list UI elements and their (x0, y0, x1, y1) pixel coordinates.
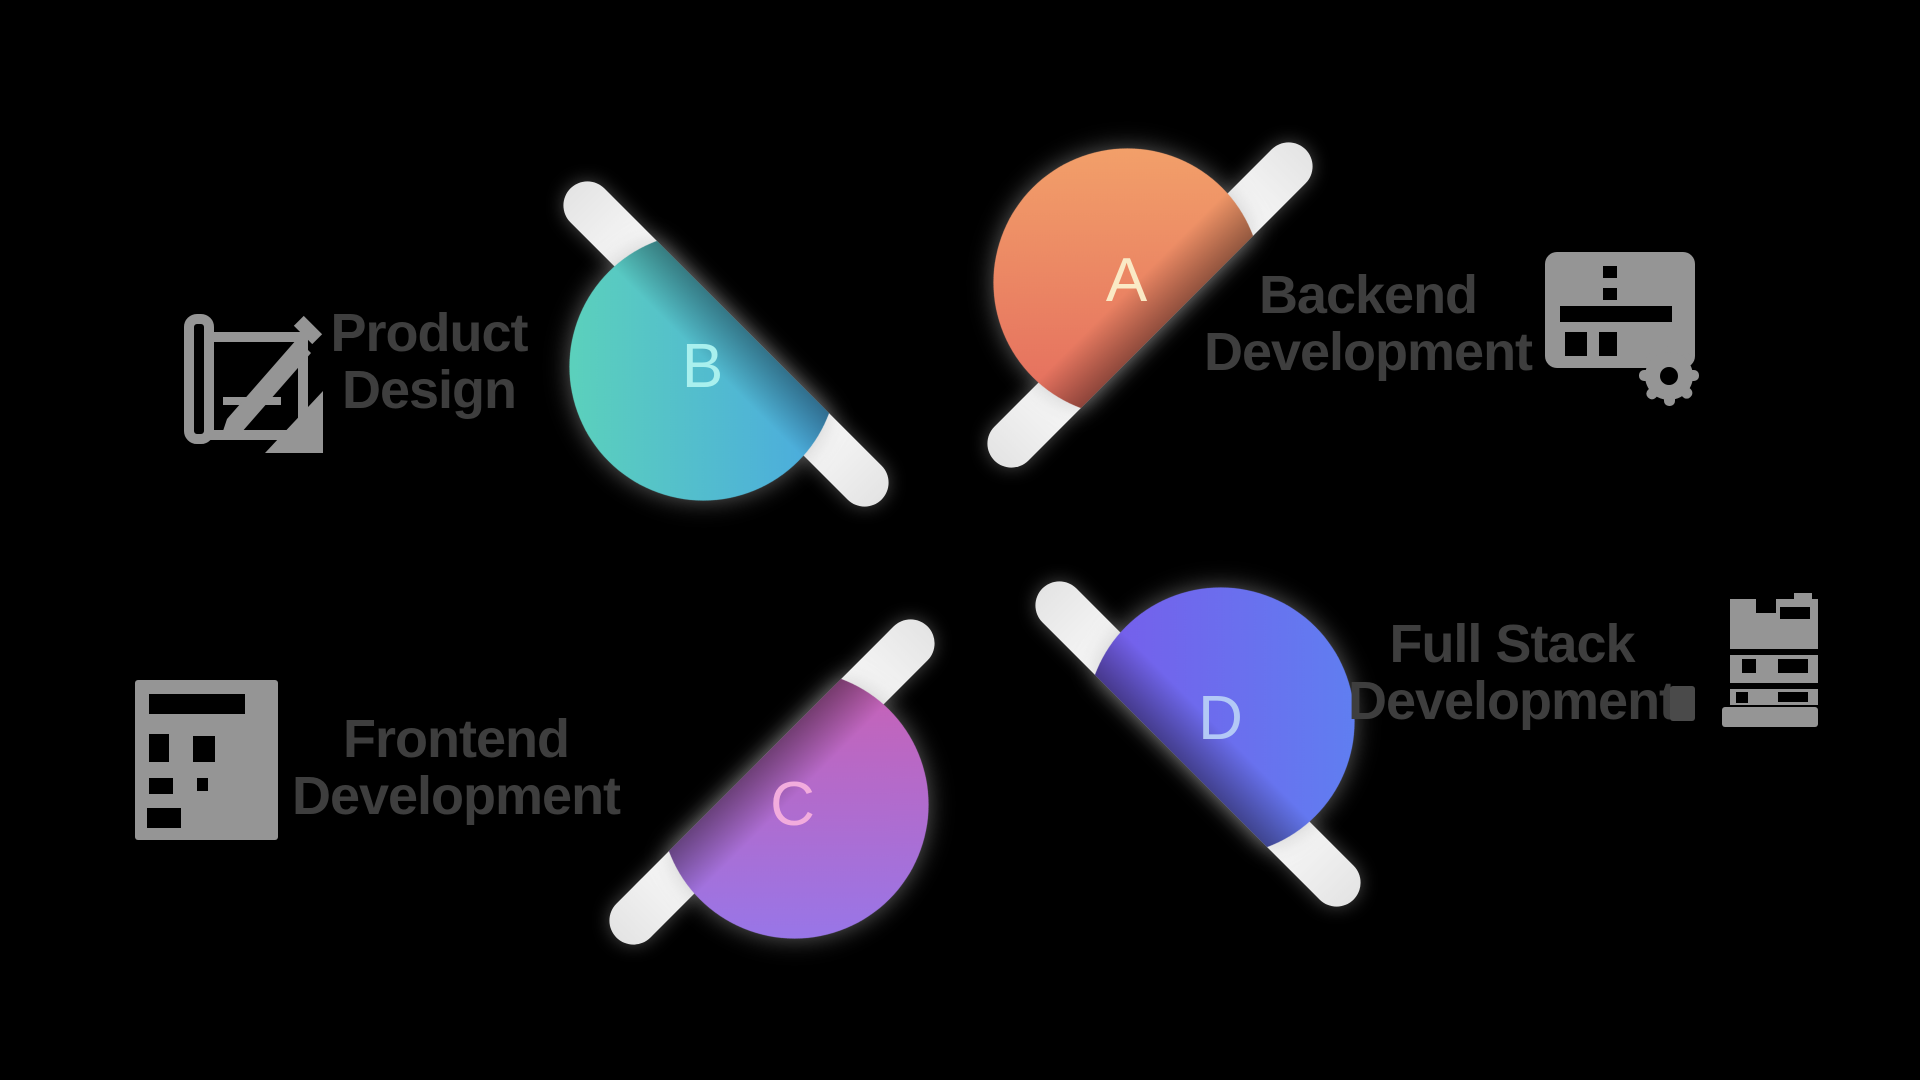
label-line: Frontend (343, 709, 570, 769)
shape-c-circle (652, 662, 985, 995)
shape-b-circle (513, 224, 846, 557)
shape-a-letter: A (1105, 245, 1149, 315)
shape-c-letter: C (770, 769, 816, 839)
label-line: Development (291, 766, 621, 826)
label-line: Backend (1258, 265, 1478, 325)
server-gear-icon (1545, 252, 1699, 406)
decorative-block (1670, 686, 1695, 721)
label-frontend-development: Frontend Development (291, 709, 621, 826)
shape-b-wrap (478, 224, 846, 592)
layer-stack-icon (1722, 593, 1818, 727)
shape-d-letter: D (1198, 683, 1244, 753)
sketch-pencil-icon (184, 314, 323, 453)
checklist-form-icon (135, 680, 278, 840)
label-backend-development: Backend Development (1203, 265, 1533, 382)
label-line: Development (1203, 322, 1533, 382)
label-line: Product (330, 303, 528, 363)
label-full-stack-development: Full Stack Development (1347, 614, 1677, 731)
label-line: Full Stack (1389, 614, 1635, 674)
label-line: Design (341, 360, 517, 420)
shape-c-wrap (652, 662, 1020, 1030)
shape-b-letter: B (681, 331, 725, 401)
label-product-design: Product Design (330, 303, 528, 420)
label-line: Development (1347, 671, 1677, 731)
